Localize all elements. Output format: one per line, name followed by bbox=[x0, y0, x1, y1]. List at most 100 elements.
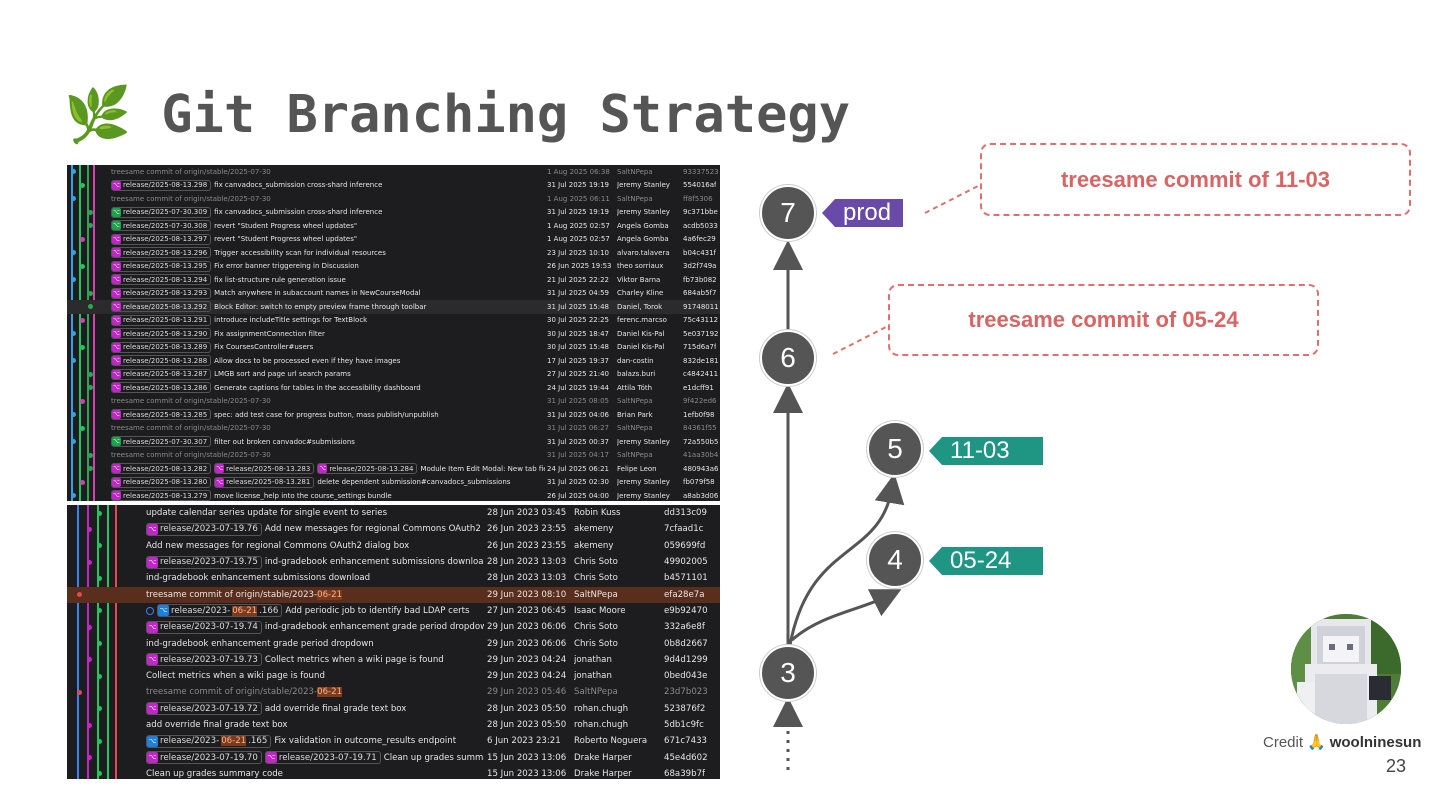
commit-row[interactable]: treesame commit of origin/stable/2025-07… bbox=[67, 395, 720, 409]
graph-commit-dot bbox=[79, 182, 85, 188]
commit-message: Match anywhere in subaccount names in Ne… bbox=[214, 289, 421, 298]
release-tag[interactable]: ⌥release/2025-08-13.293 bbox=[111, 287, 212, 299]
commit-message-cell: Clean up grades summary code bbox=[146, 769, 484, 779]
release-tag[interactable]: ⌥release/2023-07-19.76 bbox=[146, 522, 262, 536]
release-tag[interactable]: ⌥release/2025-08-13.289 bbox=[111, 341, 212, 353]
commit-row[interactable]: update calendar series update for single… bbox=[67, 505, 720, 521]
release-tag[interactable]: ⌥release/2025-08-13.295 bbox=[111, 260, 212, 272]
commit-message-cell: ⌥release/2025-08-13.280⌥release/2025-08-… bbox=[111, 476, 545, 488]
commit-message: spec: add test case for progress button,… bbox=[214, 410, 439, 419]
release-tag[interactable]: ⌥release/2025-08-13.281 bbox=[214, 476, 315, 488]
flag-05-24: 05-24 bbox=[929, 547, 1043, 575]
release-tag[interactable]: ⌥release/2025-08-13.298 bbox=[111, 179, 212, 191]
tag-icon: ⌥ bbox=[147, 523, 158, 535]
commit-row[interactable]: ⌥release/2025-08-13.282⌥release/2025-08-… bbox=[67, 462, 720, 476]
release-tag[interactable]: ⌥release/2025-08-13.291 bbox=[111, 314, 212, 326]
commit-row[interactable]: treesame commit of origin/stable/2025-07… bbox=[67, 449, 720, 463]
release-tag[interactable]: ⌥release/2025-08-13.286 bbox=[111, 382, 212, 394]
release-tag[interactable]: ⌥release/2025-08-13.292 bbox=[111, 301, 212, 313]
release-tag[interactable]: ⌥release/2025-08-13.290 bbox=[111, 328, 212, 340]
tag-icon: ⌥ bbox=[112, 234, 121, 244]
release-tag[interactable]: ⌥release/2025-07-30.308 bbox=[111, 220, 212, 232]
commit-date: 27 Jul 2025 21:40 bbox=[547, 370, 610, 379]
release-tag[interactable]: ⌥release/2025-07-30.309 bbox=[111, 206, 212, 218]
tag-icon: ⌥ bbox=[112, 221, 121, 231]
release-tag[interactable]: ⌥release/2023-07-19.73 bbox=[146, 653, 262, 667]
commit-row[interactable]: treesame commit of origin/stable/2025-07… bbox=[67, 422, 720, 436]
release-tag[interactable]: ⌥release/2025-08-13.284 bbox=[317, 463, 418, 475]
release-tag[interactable]: ⌥release/2025-08-13.297 bbox=[111, 233, 212, 245]
commit-row[interactable]: treesame commit of origin/stable/2023-06… bbox=[67, 586, 720, 603]
commit-date: 31 Jul 2025 04:59 bbox=[547, 289, 610, 298]
commit-message: treesame commit of origin/stable/2025-07… bbox=[111, 451, 271, 460]
release-tag-label: release/2025-08-13.284 bbox=[329, 464, 414, 473]
release-tag[interactable]: ⌥release/2025-08-13.296 bbox=[111, 247, 212, 259]
commit-message-cell: treesame commit of origin/stable/2025-07… bbox=[111, 424, 545, 432]
commit-message: Allow docs to be processed even if they … bbox=[214, 356, 401, 365]
release-tag[interactable]: ⌥release/2023-07-19.74 bbox=[146, 620, 262, 634]
commit-row[interactable]: treesame commit of origin/stable/2025-07… bbox=[67, 165, 720, 179]
graph-commit-dot bbox=[86, 526, 92, 532]
release-tag[interactable]: ⌥release/2025-08-13.294 bbox=[111, 274, 212, 286]
commit-row[interactable]: Add new messages for regional Commons OA… bbox=[67, 538, 720, 554]
graph-commit-dot bbox=[87, 290, 93, 296]
release-tag[interactable]: ⌥release/2025-08-13.282 bbox=[111, 463, 212, 475]
release-tag[interactable]: ⌥release/2023-07-19.70 bbox=[146, 751, 262, 765]
commit-row[interactable]: Collect metrics when a wiki page is foun… bbox=[67, 668, 720, 684]
release-tag[interactable]: ⌥release/2025-08-13.288 bbox=[111, 355, 212, 367]
commit-author: Drake Harper bbox=[574, 768, 632, 779]
release-tag[interactable]: ⌥release/2025-08-13.287 bbox=[111, 368, 212, 380]
commit-row[interactable]: ind-gradebook enhancement grade period d… bbox=[67, 635, 720, 651]
commit-row[interactable]: treesame commit of origin/stable/2023-06… bbox=[67, 684, 720, 700]
commit-row[interactable]: ind-gradebook enhancement submissions do… bbox=[67, 570, 720, 586]
release-tag[interactable]: ⌥release/2023-06-21.165 bbox=[146, 734, 272, 748]
release-tag[interactable]: ⌥release/2023-06-21.166 bbox=[157, 604, 283, 618]
release-tag[interactable]: ⌥release/2023-07-19.75 bbox=[146, 555, 262, 569]
release-tag[interactable]: ⌥release/2025-08-13.280 bbox=[111, 476, 212, 488]
commit-hash: 9c371bbe bbox=[683, 208, 718, 217]
release-tag[interactable]: ⌥release/2023-07-19.72 bbox=[146, 702, 262, 716]
commit-row[interactable]: treesame commit of origin/stable/2025-07… bbox=[67, 192, 720, 206]
commit-author: Robin Kuss bbox=[574, 508, 621, 519]
commit-row[interactable]: ⌥release/2023-07-19.70⌥release/2023-07-1… bbox=[67, 750, 720, 766]
release-tag[interactable]: ⌥release/2025-07-30.307 bbox=[111, 436, 212, 448]
commit-message-cell: ind-gradebook enhancement grade period d… bbox=[146, 639, 484, 649]
release-tag[interactable]: ⌥release/2025-08-13.285 bbox=[111, 409, 212, 421]
release-tag[interactable]: ⌥release/2023-07-19.71 bbox=[264, 751, 381, 765]
commit-row[interactable]: ⌥release/2025-08-13.280⌥release/2025-08-… bbox=[67, 476, 720, 490]
release-tag-label: release/2025-08-13.281 bbox=[226, 478, 311, 487]
release-tag[interactable]: ⌥release/2025-08-13.283 bbox=[214, 463, 315, 475]
graph-commit-dot bbox=[79, 479, 85, 485]
release-tag[interactable]: ⌥release/2025-08-13.279 bbox=[111, 490, 212, 501]
commit-message-cell: ⌥release/2025-08-13.282⌥release/2025-08-… bbox=[111, 463, 545, 475]
commit-date: 29 Jun 2023 04:24 bbox=[487, 671, 567, 682]
commit-hash: e9b92470 bbox=[664, 605, 708, 616]
